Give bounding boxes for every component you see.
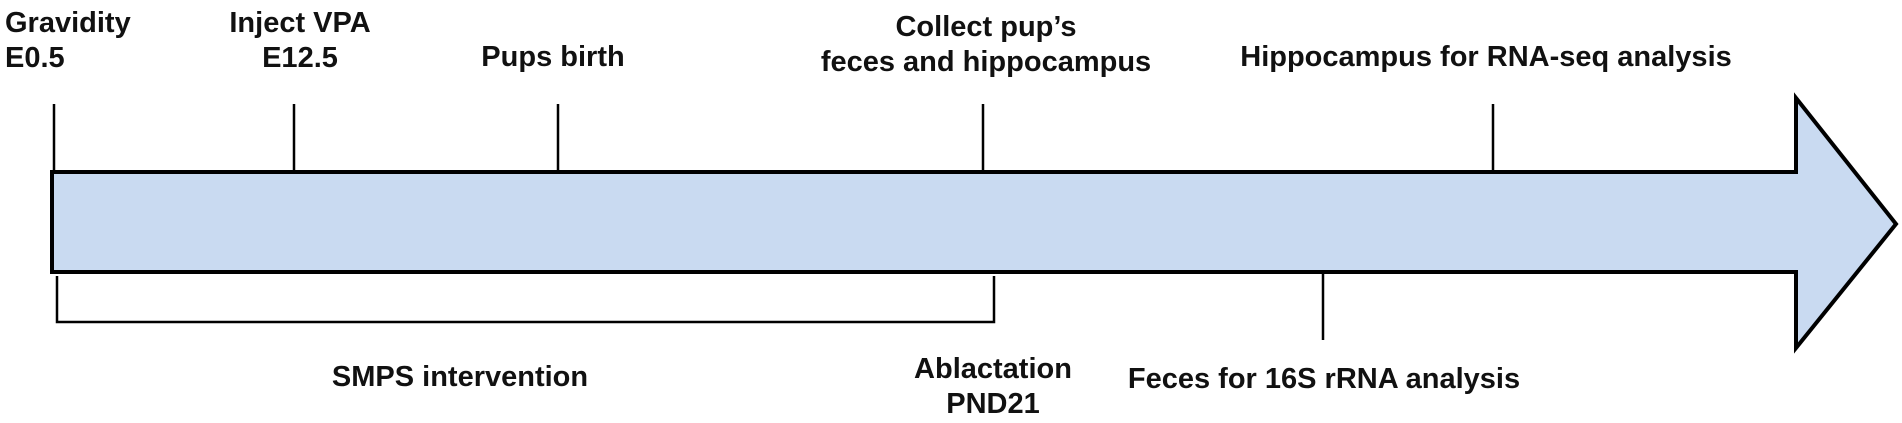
label-16s: Feces for 16S rRNA analysis — [1127, 363, 1521, 395]
label-ablactation: Ablactation PND21 — [914, 353, 1072, 420]
label-gravidity: Gravidity E0.5 — [5, 7, 131, 74]
label-pups-birth: Pups birth — [481, 41, 625, 73]
label-rna-seq: Hippocampus for RNA-seq analysis — [1240, 41, 1732, 73]
label-collect: Collect pup’s feces and hippocampus — [820, 11, 1152, 78]
label-inject-vpa: Inject VPA E12.5 — [229, 7, 371, 74]
smps-bracket — [55, 276, 996, 324]
timeline-arrow — [50, 92, 1899, 354]
label-smps-intervention: SMPS intervention — [331, 361, 589, 393]
